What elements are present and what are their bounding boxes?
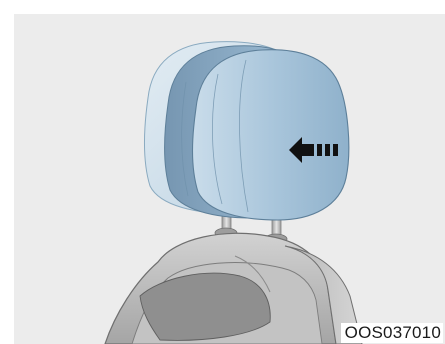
headrest-front [193, 50, 349, 220]
figure-code-label: OOS037010 [341, 323, 443, 343]
